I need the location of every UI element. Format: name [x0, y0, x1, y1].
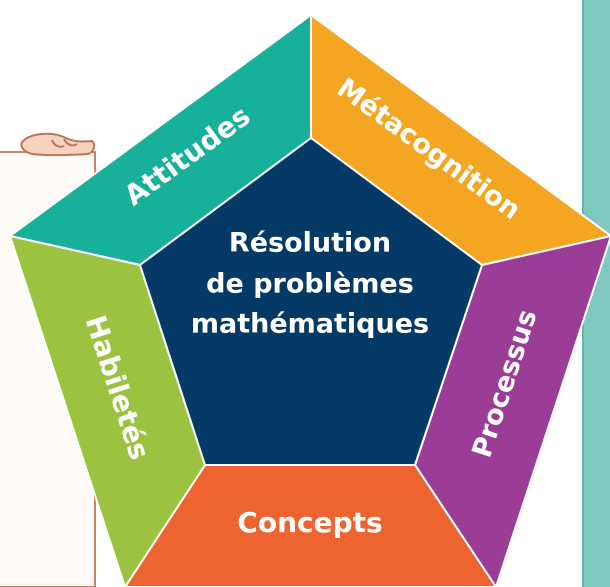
label-concepts: Concepts: [237, 506, 382, 539]
center-title-line-3: mathématiques: [191, 309, 429, 340]
center-title-line-2: de problèmes: [206, 269, 414, 300]
center-title-line-1: Résolution: [229, 228, 391, 259]
center-pentagon: [138, 136, 484, 466]
finger-lines: [51, 138, 78, 148]
hand-illustration: [20, 132, 96, 157]
